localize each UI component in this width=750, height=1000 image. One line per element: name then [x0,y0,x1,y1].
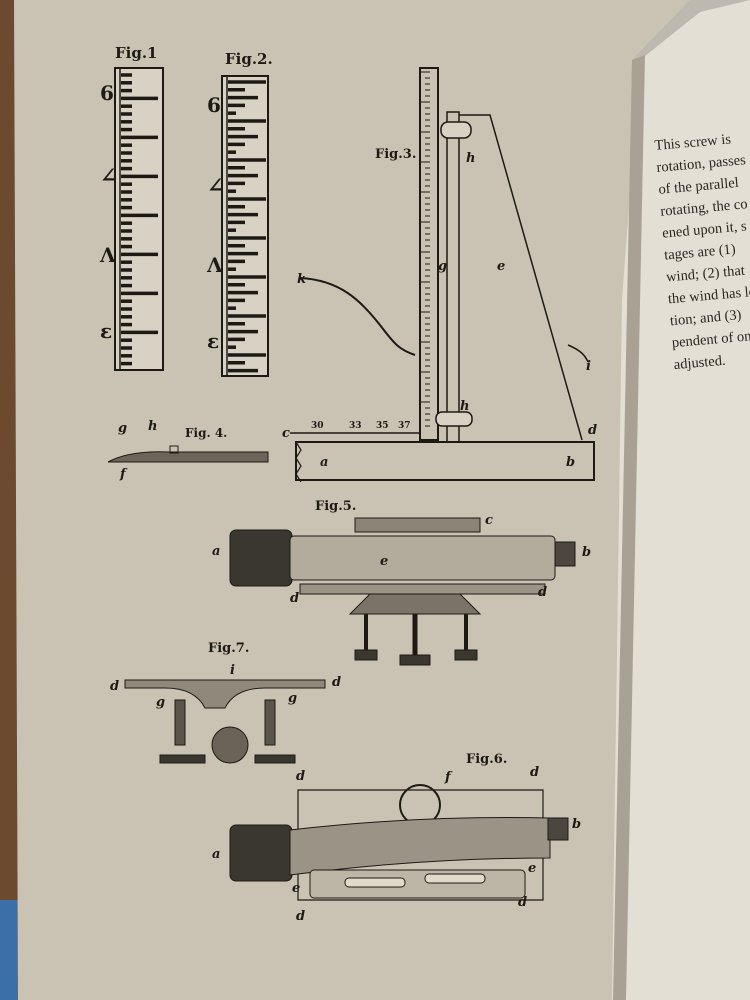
text-line: pendent of one [671,328,750,351]
fig6-caption: Fig.6. [466,752,507,767]
fig5-letter-b: b [582,545,591,560]
fig2-ruler-ticks [228,80,266,373]
figure-5: Fig.5. a b c e d d [212,499,591,666]
figure-6: Fig.6. a b f d d e e d d [212,752,581,924]
fig5-letter-a: a [212,544,220,559]
fig6-letter-f: f [444,770,453,785]
fig3-scale-label: 33 [349,421,362,431]
fig6-letter-e: e [292,881,300,896]
fig2-numeral: ∠ [207,173,224,197]
fig3-caption: Fig.3. [375,147,416,162]
fig5-letter-d: d [290,591,299,606]
fig1-ruler-ticks [121,73,158,366]
fig2-numeral: ε [207,329,219,353]
right-page [612,0,750,1000]
fig3-scale-label: 37 [398,421,411,431]
text-line: adjusted. [673,353,726,373]
figure-1: Fig.1 6 ∠ Λ ε [99,44,164,371]
fig7-letter-g: g [288,691,297,706]
page-gutter [613,55,645,1000]
fig4-letter-g: g [118,421,127,436]
fig4-letter-h: h [148,419,157,434]
figure-3: Fig.3. h g e k i c h d a b 30 33 35 37 [282,67,597,483]
fig6-letter-a: a [212,847,220,862]
fig7-caption: Fig.7. [208,641,249,656]
fig6-letter-d: d [296,909,305,924]
fig7-letter-d: d [110,679,119,694]
figure-2: Fig.2. 6 ∠ Λ ε [206,50,273,377]
fig3-letter-g: g [438,259,447,274]
right-page-text: This screw is rotation, passes of the pa… [654,131,750,373]
fig2-numeral: 6 [207,93,221,117]
fig6-letter-d: d [296,769,305,784]
text-line: rotation, passes [656,152,747,176]
text-line: of the parallel [658,175,740,198]
fig4-letter-f: f [119,467,128,482]
fig5-letter-d: d [538,585,547,600]
fig7-letter-g: g [156,695,165,710]
fig3-letter-k: k [297,272,306,287]
fig1-numeral: Λ [99,243,116,267]
fig3-letter-d: d [588,423,597,438]
text-line: This screw is [654,131,732,154]
fig1-numeral: 6 [100,81,114,105]
fig5-letter-e: e [380,554,388,569]
fig5-letter-c: c [485,513,493,528]
left-page [14,0,690,1000]
fig3-letter-a: a [320,455,328,470]
fig6-letter-e: e [528,861,536,876]
fig7-letter-i: i [230,663,235,678]
fig6-letter-d: d [530,765,539,780]
text-line: wind; (2) that [665,263,745,286]
text-line: tages are (1) [664,241,737,263]
fig6-letter-b: b [572,817,581,832]
fig1-numeral: ∠ [100,163,117,187]
fig3-scale-label: 30 [311,421,324,431]
text-line: tion; and (3) [669,307,742,329]
fig1-caption: Fig.1 [115,44,158,62]
text-line: ened upon it, s [662,218,748,241]
fig3-letter-b: b [566,455,575,470]
fig7-letter-d: d [332,675,341,690]
fig3-letter-h: h [460,399,469,414]
figure-4: Fig. 4. g h f [107,419,269,482]
fig4-caption: Fig. 4. [185,426,227,440]
fig3-staff-ticks [420,71,430,427]
fig3-letter-i: i [586,359,591,374]
fig3-letter-h: h [466,151,475,166]
text-line: the wind has le [667,284,750,308]
text-line: rotating, the co [660,196,748,220]
fig3-scale-label: 35 [376,421,389,431]
fig5-caption: Fig.5. [315,499,356,514]
fig2-numeral: Λ [206,253,223,277]
figure-7: Fig.7. d d i g g [110,641,341,764]
book-edge-blue [0,900,22,1000]
fig3-letter-e: e [497,259,505,274]
fig1-numeral: ε [100,319,112,343]
fig6-letter-d: d [518,895,527,910]
fig2-caption: Fig.2. [225,50,273,68]
fig3-letter-c: c [282,426,290,441]
